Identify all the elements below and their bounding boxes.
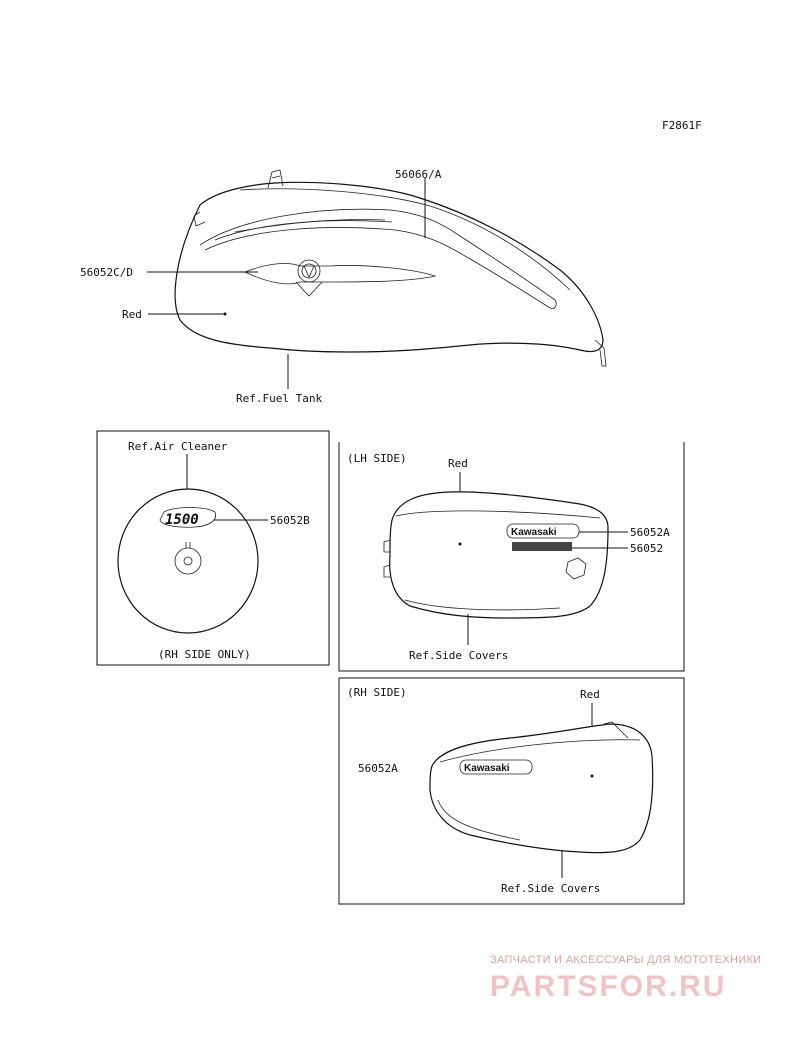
figure-code: F2861F: [662, 119, 702, 132]
part-number-56052a-rh: 56052A: [358, 762, 398, 775]
air-cleaner-panel: [96, 430, 330, 666]
rh-side-only-note: (RH SIDE ONLY): [158, 648, 251, 661]
part-number-56052a-lh: 56052A: [630, 526, 670, 539]
ref-air-cleaner: Ref.Air Cleaner: [128, 440, 228, 453]
watermark-brand: PARTSFOR.RU: [490, 970, 726, 1003]
lh-side-title: (LH SIDE): [347, 452, 407, 465]
part-number-56066-a: 56066/A: [395, 168, 442, 181]
emblem-kawasaki-lh: Kawasaki: [511, 527, 557, 538]
ref-side-covers-rh: Ref.Side Covers: [501, 882, 600, 895]
emblem-1500: 1500: [165, 512, 199, 528]
rh-side-panel: [338, 677, 685, 905]
lh-side-panel: [338, 442, 685, 672]
color-label-lh: Red: [448, 457, 468, 470]
watermark-logo: ЗАПЧАСТИ И АКСЕССУАРЫ ДЛЯ МОТОТЕХНИКИ PA…: [490, 954, 761, 1003]
part-number-56052b: 56052B: [270, 514, 310, 527]
part-number-56052-lh: 56052: [630, 542, 663, 555]
emblem-kawasaki-rh: Kawasaki: [464, 763, 510, 774]
color-label-rh: Red: [580, 688, 600, 701]
lh-side-cover-illustration: Kawasaki: [383, 491, 609, 619]
watermark-tagline: ЗАПЧАСТИ И АКСЕССУАРЫ ДЛЯ МОТОТЕХНИКИ: [490, 954, 761, 966]
ref-side-covers-lh: Ref.Side Covers: [409, 649, 508, 662]
rh-side-title: (RH SIDE): [347, 686, 407, 699]
rh-side-cover-illustration: Kawasaki: [429, 721, 654, 854]
color-label-tank: Red: [122, 308, 142, 321]
part-number-56052c-d: 56052C/D: [80, 266, 133, 279]
air-cleaner-cover-illustration: 1500: [117, 488, 259, 634]
fuel-tank-illustration: [174, 169, 607, 367]
ref-fuel-tank: Ref.Fuel Tank: [236, 392, 322, 405]
